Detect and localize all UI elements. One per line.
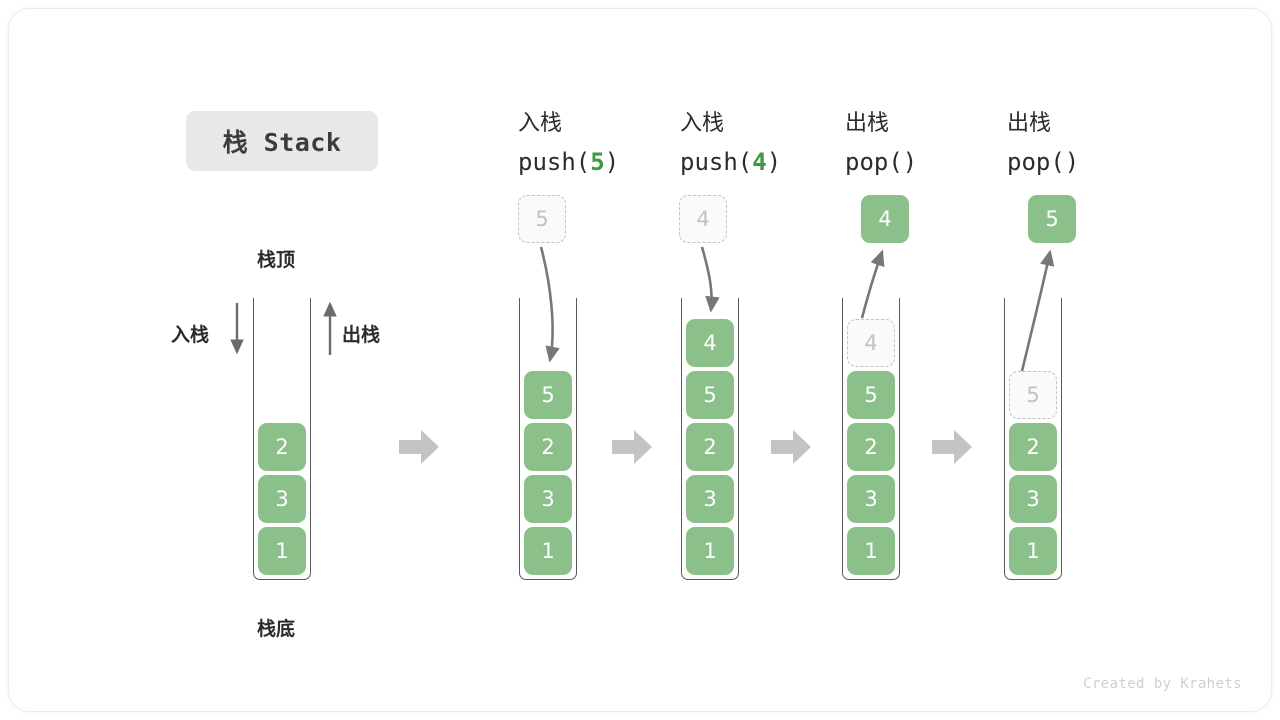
stack-container-push-5: [519, 298, 577, 580]
stack-cell: 5: [686, 371, 734, 419]
step-head-cn: 出栈: [1007, 111, 1052, 136]
stack-cell: 5: [524, 371, 572, 419]
ghost-cell-pop-5: 5: [1009, 371, 1057, 419]
step-head-code: pop(): [1007, 143, 1079, 181]
code-suffix: ): [1064, 148, 1080, 176]
step-head-code: push(4): [680, 143, 781, 181]
stack-cell: 1: [258, 527, 306, 575]
code-suffix: ): [766, 148, 782, 176]
stack-cell: 2: [686, 423, 734, 471]
stack-cell: 2: [524, 423, 572, 471]
stack-cell: 1: [686, 527, 734, 575]
stack-cell: 3: [524, 475, 572, 523]
code-prefix: push(: [518, 148, 591, 176]
step-separator-arrow-icon: [399, 430, 439, 464]
popped-cell-4: 4: [861, 195, 909, 243]
popped-cell-5: 5: [1028, 195, 1076, 243]
step-head-push-4: 入栈 push(4): [680, 105, 781, 181]
code-prefix: pop(: [845, 148, 903, 176]
stack-cell: 2: [258, 423, 306, 471]
stack-top-label: 栈顶: [257, 249, 296, 271]
stack-container-pop-5: [1004, 298, 1062, 580]
step-head-cn: 出栈: [845, 111, 890, 136]
stack-cell: 5: [847, 371, 895, 419]
code-suffix: ): [902, 148, 918, 176]
code-prefix: pop(: [1007, 148, 1065, 176]
stack-cell: 2: [1009, 423, 1057, 471]
step-head-cn: 入栈: [518, 111, 563, 136]
step-head-code: pop(): [845, 143, 917, 181]
code-arg: 5: [590, 148, 605, 176]
step-head-push-5: 入栈 push(5): [518, 105, 619, 181]
footer-credit: Created by Krahets: [1083, 676, 1242, 692]
step-separator-arrow-icon: [771, 430, 811, 464]
stack-bottom-label: 栈底: [257, 618, 296, 640]
code-prefix: push(: [680, 148, 753, 176]
push-direction-label: 入栈: [171, 324, 210, 346]
ghost-cell-push-5: 5: [518, 195, 566, 243]
stack-cell: 1: [524, 527, 572, 575]
step-head-code: push(5): [518, 143, 619, 181]
pop-direction-label: 出栈: [342, 324, 381, 346]
stack-container-pop-4: [842, 298, 900, 580]
title-badge: 栈 Stack: [186, 111, 378, 171]
ghost-cell-pop-4: 4: [847, 319, 895, 367]
step-head-pop-4: 出栈 pop(): [845, 105, 917, 181]
stack-container-push-4: [681, 298, 739, 580]
stack-cell: 1: [847, 527, 895, 575]
stack-cell: 3: [847, 475, 895, 523]
stack-cell: 3: [258, 475, 306, 523]
code-suffix: ): [604, 148, 620, 176]
code-arg: 4: [752, 148, 767, 176]
stack-container-initial: [253, 298, 311, 580]
step-head-pop-5: 出栈 pop(): [1007, 105, 1079, 181]
stack-cell: 3: [686, 475, 734, 523]
stack-cell: 2: [847, 423, 895, 471]
step-separator-arrow-icon: [932, 430, 972, 464]
ghost-cell-push-4: 4: [679, 195, 727, 243]
step-separator-arrow-icon: [612, 430, 652, 464]
stack-cell: 4: [686, 319, 734, 367]
stack-cell: 1: [1009, 527, 1057, 575]
stack-cell: 3: [1009, 475, 1057, 523]
step-head-cn: 入栈: [680, 111, 725, 136]
